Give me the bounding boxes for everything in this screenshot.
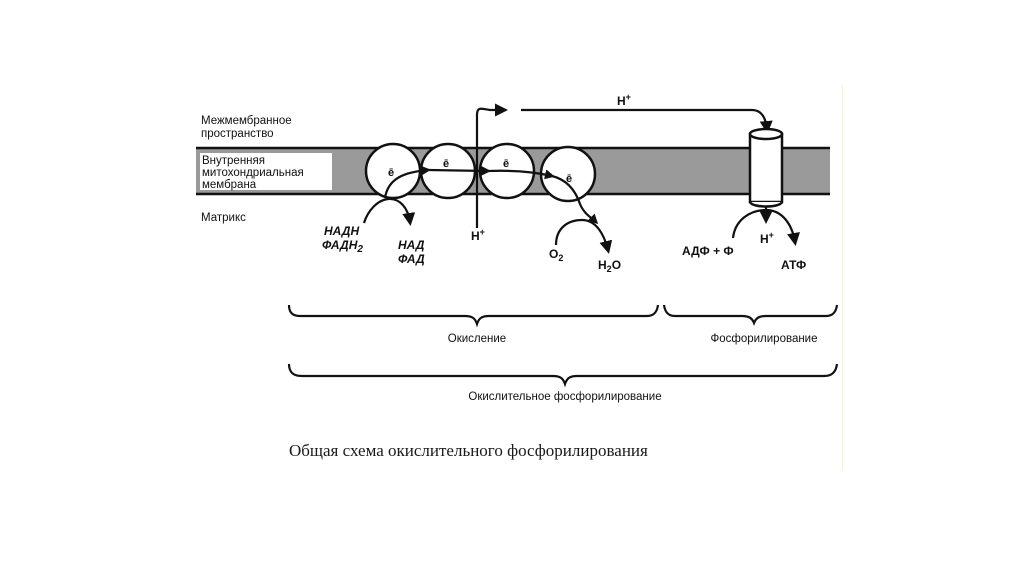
oxygen-label: O2 xyxy=(549,247,563,263)
electron-flow-arrow-4 xyxy=(551,174,599,225)
atp-synthesis-arrow xyxy=(731,208,800,246)
inner-membrane-label-line2: митохондриальная xyxy=(202,167,304,179)
slide-edge-divider xyxy=(842,85,843,470)
electron-label-2: ē xyxy=(443,158,449,170)
diagram-caption: Общая схема окислительного фосфорилирова… xyxy=(289,441,648,460)
electron-flow-arrow-1 xyxy=(383,165,431,199)
proton-return-arrow xyxy=(521,108,773,134)
oxidation-label: Окисление xyxy=(448,333,506,345)
intermembrane-label-line2: пространство xyxy=(201,128,274,140)
nadh-label: НАДН xyxy=(324,224,359,238)
combined-label: Окислительное фосфорилирование xyxy=(468,391,661,403)
fadh2-label: ФАДН2 xyxy=(322,238,363,255)
oxidation-bracket xyxy=(287,304,660,328)
fad-label: ФАД xyxy=(398,252,425,266)
matrix-label: Матрикс xyxy=(201,212,246,224)
electron-label-3: ē xyxy=(503,158,509,170)
intermembrane-label-line1: Межмембранное xyxy=(201,115,292,127)
atp-synthase-channel xyxy=(748,132,784,204)
atp-synthase-bottom xyxy=(748,201,784,208)
nad-label: НАД xyxy=(398,238,425,252)
inner-membrane-label-line3: мембрана xyxy=(202,179,257,191)
electron-flow-arrow-3 xyxy=(487,169,555,180)
nadh-oxidation-arrow xyxy=(362,197,416,226)
atp-synthase-top xyxy=(748,127,784,141)
intermembrane-proton-label: H+ xyxy=(617,92,631,108)
matrix-proton-label: H+ xyxy=(471,227,485,243)
electron-flow-arrow-2 xyxy=(427,165,491,176)
electron-label-4: ē xyxy=(566,173,572,185)
inner-membrane-label-line1: Внутренняя xyxy=(202,155,265,167)
electron-label-1: ē xyxy=(388,167,394,179)
adp-phosphate-label: АДФ + Ф xyxy=(682,244,734,258)
atp-label: АТФ xyxy=(781,258,806,272)
phosphorylation-label: Фосфорилирование xyxy=(710,333,817,345)
water-label: H2O xyxy=(598,258,621,274)
inner-membrane-label-box xyxy=(200,153,332,190)
phosphorylation-bracket xyxy=(662,304,839,326)
oxygen-reduction-arrow xyxy=(554,218,613,254)
proton-pump-arrow xyxy=(475,103,508,228)
combined-bracket xyxy=(287,363,839,388)
synthase-proton-label: H+ xyxy=(760,230,774,246)
